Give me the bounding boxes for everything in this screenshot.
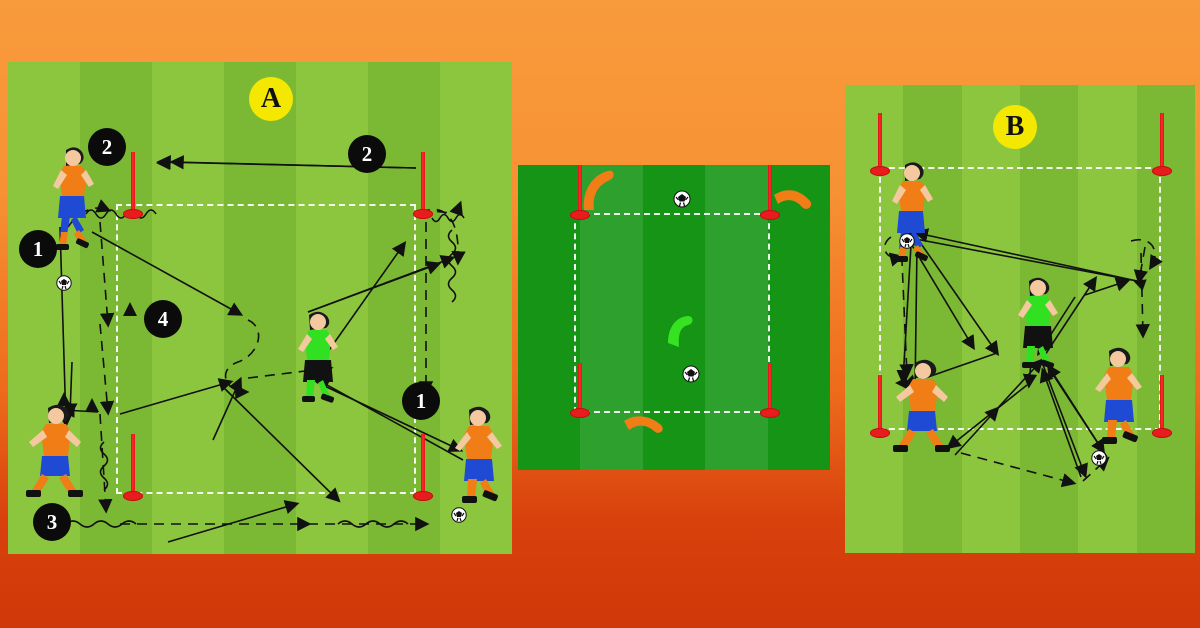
panel-a-step-badge-2a: 2 (88, 128, 126, 166)
pole-base (1152, 166, 1172, 176)
marker-orange-top-left (583, 170, 614, 210)
panel-b-letter-label: B (993, 105, 1037, 149)
pole-stick (421, 434, 425, 496)
panel-a-letter-label: A (249, 77, 293, 121)
pole-base (870, 428, 890, 438)
pole-base (760, 210, 780, 220)
panel-middle-turf-stripes (518, 165, 830, 470)
pole-base (570, 408, 590, 418)
pole-base (413, 209, 433, 219)
ball-bottom-right (451, 507, 467, 523)
pole-stick (578, 363, 582, 413)
pole-stick (131, 152, 135, 214)
panel-b-field: B (845, 85, 1195, 553)
panel-a-turf-stripes (8, 62, 512, 554)
pole-base (123, 209, 143, 219)
panel-b-movement-overlay (883, 228, 1163, 488)
pole-top-right (1152, 113, 1172, 176)
pole-stick (1160, 375, 1164, 433)
ball-bottom-right (1091, 450, 1107, 466)
marker-orange-top-right (774, 190, 812, 209)
pole-top-left (570, 165, 590, 220)
pole-top-right (760, 165, 780, 220)
player-orange-bottom-right (455, 406, 502, 503)
panel-a-step-badge-3: 3 (33, 503, 71, 541)
player-orange-bottom-left (26, 404, 83, 497)
pole-bottom-left (870, 375, 890, 438)
pole-top-left (870, 113, 890, 176)
pole-bottom-left (570, 363, 590, 418)
panel-b-grid-box (879, 167, 1161, 430)
pole-bottom-right (1152, 375, 1172, 438)
ball-top-left (899, 233, 915, 249)
ball-center (682, 365, 700, 383)
player-orange-bottom-left (893, 359, 950, 452)
pole-stick (768, 363, 772, 413)
panel-middle-grid-box (574, 213, 770, 413)
marker-green-center (668, 316, 693, 347)
pole-stick (578, 165, 582, 215)
pole-base (1152, 428, 1172, 438)
panel-b-turf-stripes (845, 85, 1195, 553)
panel-a-step-badge-1b: 1 (402, 382, 440, 420)
player-orange-top-left (53, 147, 94, 250)
panel-a-movement-overlay (57, 155, 466, 543)
player-green-center (298, 311, 338, 403)
pole-stick (878, 375, 882, 433)
panel-middle-marker-overlay (583, 170, 812, 433)
pole-top-left (123, 152, 143, 219)
player-orange-bottom-right (1095, 347, 1142, 444)
pole-base (870, 166, 890, 176)
pole-top-right (413, 152, 433, 219)
pole-stick (768, 165, 772, 215)
panel-a-step-badge-4: 4 (144, 300, 182, 338)
player-orange-top-left (892, 162, 933, 262)
player-green-center (1018, 277, 1058, 369)
pole-base (123, 491, 143, 501)
panel-a-step-badge-1: 1 (19, 230, 57, 268)
ball-top (673, 190, 691, 208)
pole-base (413, 491, 433, 501)
marker-orange-bottom (624, 416, 663, 433)
pole-bottom-right (760, 363, 780, 418)
pole-bottom-right (413, 434, 433, 501)
panel-a-step-badge-2b: 2 (348, 135, 386, 173)
pole-base (570, 210, 590, 220)
ball-top-left (56, 275, 72, 291)
pole-bottom-left (123, 434, 143, 501)
pole-stick (878, 113, 882, 171)
panel-a-grid-box (116, 204, 416, 494)
pole-stick (131, 434, 135, 496)
pole-stick (421, 152, 425, 214)
pole-base (760, 408, 780, 418)
panel-a-field: A 1 2 2 4 1 3 (8, 62, 512, 554)
pole-stick (1160, 113, 1164, 171)
panel-middle-topview (518, 165, 830, 470)
